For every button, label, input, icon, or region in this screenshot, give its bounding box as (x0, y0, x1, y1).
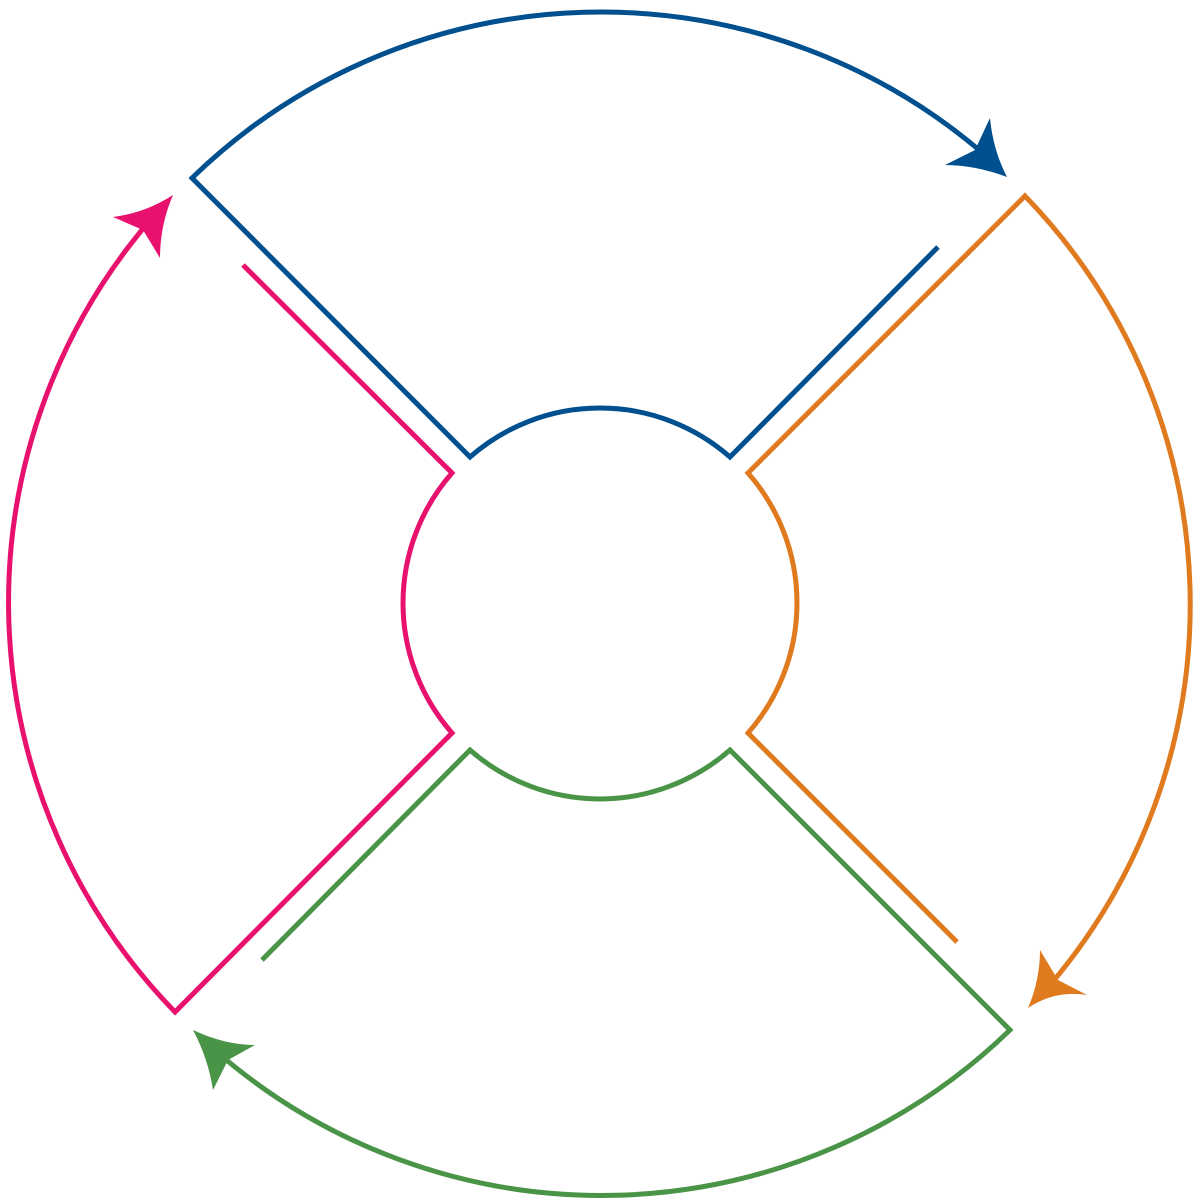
arrowhead-left-icon (113, 195, 173, 258)
segment-top-outline (188, 9, 987, 461)
arrowhead-bottom-icon (193, 1030, 255, 1090)
segment-bottom (193, 746, 1014, 1198)
segment-top (188, 9, 1007, 461)
segment-right (744, 192, 1193, 1008)
arrowhead-right-icon (1028, 950, 1087, 1008)
segment-bottom-outline (215, 746, 1014, 1198)
segment-left (6, 195, 456, 1016)
segment-left-outline (6, 216, 456, 1016)
segment-right-outline (744, 192, 1193, 987)
arrowhead-top-icon (945, 118, 1007, 177)
